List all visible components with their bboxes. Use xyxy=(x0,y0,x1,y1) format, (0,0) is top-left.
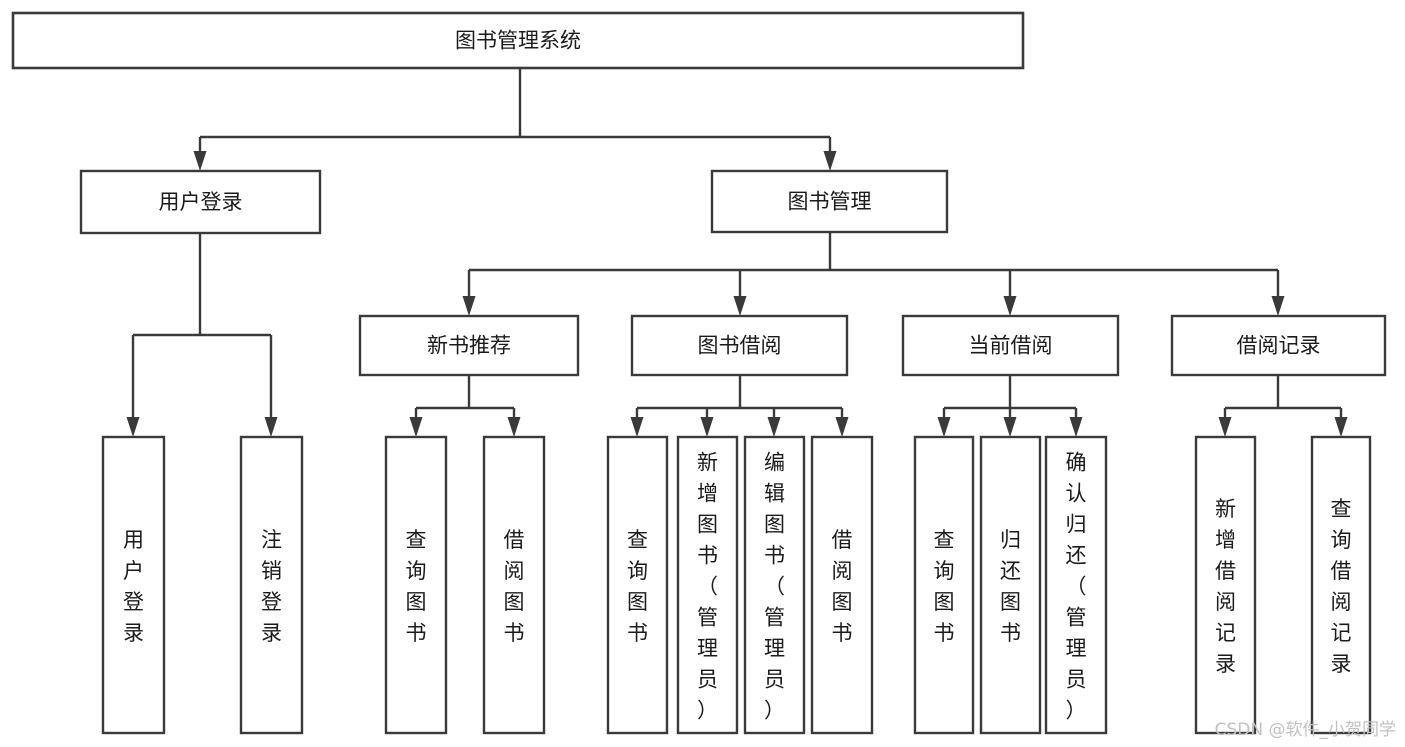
connector-group-root-to-level1 xyxy=(193,68,837,171)
node-label: 编辑图书（管理员） xyxy=(764,451,785,723)
node-label: 查询借阅记录 xyxy=(1331,497,1352,676)
node-rect[interactable] xyxy=(810,435,874,735)
node-label: 借阅图书 xyxy=(504,528,525,645)
node-rect[interactable] xyxy=(239,435,304,735)
leaf-node-leaf-query-book-3[interactable]: 查询图书 xyxy=(913,435,975,735)
node-label: 注销登录 xyxy=(261,528,282,645)
node-rect[interactable] xyxy=(710,169,949,234)
node-label: 新增借阅记录 xyxy=(1215,497,1236,676)
node-rect[interactable] xyxy=(1044,435,1108,735)
leaf-node-leaf-borrow-book-2[interactable]: 借阅图书 xyxy=(810,435,874,735)
level2-node-current-borrow[interactable]: 当前借阅 xyxy=(901,314,1120,377)
node-rect[interactable] xyxy=(676,435,739,735)
node-label: 归还图书 xyxy=(1000,528,1021,645)
node-rect[interactable] xyxy=(1310,435,1372,735)
node-rect[interactable] xyxy=(11,11,1025,70)
level2-node-book-borrow[interactable]: 图书借阅 xyxy=(630,314,849,377)
node-label: 图书管理 xyxy=(788,190,872,214)
node-label: 确认归还（管理员） xyxy=(1066,451,1087,723)
node-label: 查询图书 xyxy=(627,528,648,645)
node-label: 查询图书 xyxy=(406,528,427,645)
node-rect[interactable] xyxy=(1170,314,1387,377)
leaf-node-leaf-query-book-2[interactable]: 查询图书 xyxy=(606,435,669,735)
node-rect[interactable] xyxy=(101,435,166,735)
node-rect[interactable] xyxy=(901,314,1120,377)
leaf-node-leaf-user-login[interactable]: 用户登录 xyxy=(101,435,166,735)
node-label: 新增图书（管理员） xyxy=(697,451,718,723)
leaf-node-leaf-query-record[interactable]: 查询借阅记录 xyxy=(1310,435,1372,735)
node-label: 借阅记录 xyxy=(1237,334,1321,358)
leaf-node-leaf-return-book[interactable]: 归还图书 xyxy=(979,435,1042,735)
leaf-node-leaf-add-record[interactable]: 新增借阅记录 xyxy=(1194,435,1257,735)
node-rect[interactable] xyxy=(913,435,975,735)
leaf-node-leaf-add-book[interactable]: 新增图书（管理员） xyxy=(676,435,739,735)
connector-group-bookborrow-to-leaves xyxy=(630,375,849,437)
leaf-node-leaf-confirm-return[interactable]: 确认归还（管理员） xyxy=(1044,435,1108,735)
node-label: 图书借阅 xyxy=(698,334,782,358)
csdn-watermark: CSDN @软件_小贺同学 xyxy=(1215,720,1396,740)
node-label: 用户登录 xyxy=(159,190,243,214)
node-rect[interactable] xyxy=(743,435,806,735)
node-rect[interactable] xyxy=(1194,435,1257,735)
connector-group-borrowrecord-to-leaves xyxy=(1218,375,1348,437)
node-label: 用户登录 xyxy=(123,528,144,645)
node-rect[interactable] xyxy=(979,435,1042,735)
connector-group-bookmanage-to-level2 xyxy=(462,232,1285,316)
node-rect[interactable] xyxy=(482,435,546,735)
leaf-node-leaf-edit-book[interactable]: 编辑图书（管理员） xyxy=(743,435,806,735)
level1-node-book-manage[interactable]: 图书管理 xyxy=(710,169,949,234)
connector-group-currentborrow-to-leaves xyxy=(937,375,1083,437)
level2-node-new-book-recommend[interactable]: 新书推荐 xyxy=(358,314,580,377)
leaf-node-leaf-user-logout[interactable]: 注销登录 xyxy=(239,435,304,735)
level1-node-user-login[interactable]: 用户登录 xyxy=(79,169,322,235)
node-rect[interactable] xyxy=(630,314,849,377)
node-rect[interactable] xyxy=(358,314,580,377)
node-label: 新书推荐 xyxy=(427,334,511,358)
node-label: 图书管理系统 xyxy=(455,29,581,53)
level2-node-borrow-record[interactable]: 借阅记录 xyxy=(1170,314,1387,377)
node-rect[interactable] xyxy=(606,435,669,735)
node-layer: 图书管理系统用户登录图书管理新书推荐图书借阅当前借阅借阅记录用户登录注销登录查询… xyxy=(11,11,1387,735)
connector-layer xyxy=(126,68,1348,437)
node-rect[interactable] xyxy=(384,435,448,735)
node-label: 当前借阅 xyxy=(969,334,1053,358)
leaf-node-leaf-borrow-book-1[interactable]: 借阅图书 xyxy=(482,435,546,735)
root-node[interactable]: 图书管理系统 xyxy=(11,11,1025,70)
node-label: 借阅图书 xyxy=(832,528,853,645)
node-label: 查询图书 xyxy=(934,528,955,645)
connector-group-userlogin-to-leaves xyxy=(126,233,278,437)
leaf-node-leaf-query-book-1[interactable]: 查询图书 xyxy=(384,435,448,735)
connector-group-newbook-to-leaves xyxy=(409,375,521,437)
node-rect[interactable] xyxy=(79,169,322,235)
